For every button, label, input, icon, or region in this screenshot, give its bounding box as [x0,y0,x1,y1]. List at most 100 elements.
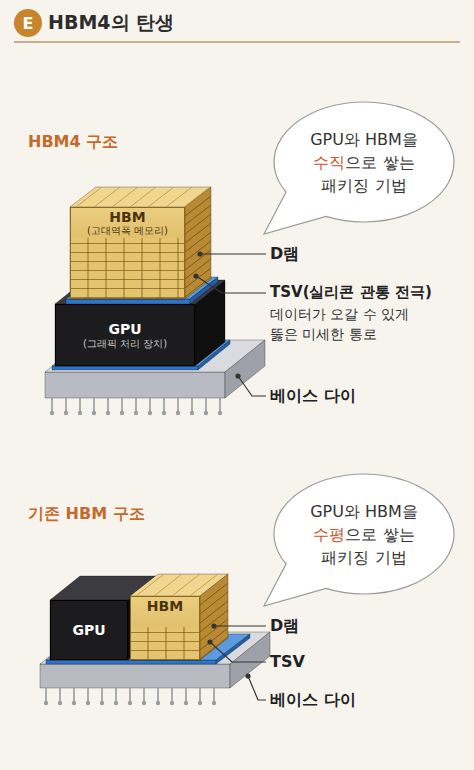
pin-ball [190,411,194,415]
section-heading: 기존 HBM 구조 [28,504,145,525]
leader-dot [236,374,240,378]
pin [135,398,136,413]
pin [171,688,172,703]
box-face [46,660,216,664]
dram-layer-line [185,214,211,234]
dram-stack [70,187,211,299]
pin-ball [78,411,82,415]
pin-ball [134,411,138,415]
leader-line [238,376,266,396]
bubble-shape [264,474,454,606]
pin-ball [176,411,180,415]
pin [107,398,108,413]
pin [129,688,130,703]
dram-layer-line [200,637,228,659]
section-badge: E [14,9,42,37]
node-text: (고대역폭 메모리) [87,225,168,237]
pin-ball [128,701,132,705]
section-heading: HBM4 구조 [28,132,118,153]
pin [199,688,200,703]
leader-dot [194,274,198,278]
pin [213,688,214,703]
pin [73,688,74,703]
node-text: (그래픽 처리 장치) [83,337,167,350]
title-rule [14,41,460,43]
pin-ball [156,701,160,705]
bubble-text-area: GPU와 HBM을 수평으로 쌓는 패키징 기법 [294,492,434,576]
box-face [50,600,128,660]
dram-layer-line [200,592,228,614]
speech-bubble: GPU와 HBM을 수직으로 쌓는 패키징 기법 [258,96,458,238]
pin-ball [114,701,118,705]
node-text: GPU와 HBM을 수평으로 쌓는 패키징 기법 [306,500,422,569]
box-face [70,207,185,299]
bubble-shape [264,102,454,234]
part-label: TSV(실리콘 관통 전극) [270,283,432,302]
dram-layer-line [200,628,228,650]
pin-ball [86,701,90,705]
pin [79,398,80,413]
bubble-text-area: GPU와 HBM을 수직으로 쌓는 패키징 기법 [294,120,434,204]
pin [219,398,220,413]
leader-dot [212,624,216,628]
part-label: TSV [270,652,305,671]
part-label: 베이스 다이 [270,386,356,407]
dram-layer-line [185,223,211,243]
box-face [45,372,225,398]
tsv-line [136,574,164,596]
pin-ball [106,411,110,415]
node-text: E [23,14,34,33]
box-face [52,366,198,370]
pin-ball [72,701,76,705]
gpu-chip: GPU(그래픽 처리 장치) [55,304,195,366]
package-pins [50,398,222,415]
tsv-line [154,574,182,596]
pin-ball [120,411,124,415]
dram-layer-line [200,610,228,632]
hbm-stack: HBM(고대역폭 메모리) [70,207,185,299]
box-face [185,187,211,299]
leader-dot [246,674,250,678]
leader-line [196,276,266,293]
pin-ball [92,411,96,415]
box-face [55,304,195,366]
package-pins [44,688,216,705]
box-face [40,664,230,688]
pin-ball [100,701,104,705]
tsv-line [172,574,200,596]
dram-layer-line [200,601,228,623]
part-label: D램 [270,244,299,265]
leader-line [214,625,266,626]
note: 데이터가 오갈 수 있게 뚫은 미세한 통로 [270,304,418,344]
hbm-stack: HBM [130,596,200,660]
node-text: GPU [108,321,141,337]
pin-ball [148,411,152,415]
pin [121,398,122,413]
pin-ball [44,701,48,705]
pin-ball [162,411,166,415]
pin [177,398,178,413]
dram-layer-line [185,205,211,225]
part-label: 베이스 다이 [270,690,356,711]
dram-layer-line [200,583,228,605]
leader-dot [208,640,212,644]
part-label: D램 [270,616,299,637]
pin-ball [64,411,68,415]
pin [65,398,66,413]
node-text: HBM [147,599,183,614]
tsv-line [184,187,210,207]
pin-ball [58,701,62,705]
node-text: GPU와 HBM을 수직으로 쌓는 패키징 기법 [306,128,422,197]
pin [143,688,144,703]
pin-ball [50,411,54,415]
node-text: HBM [109,210,145,225]
pin-ball [170,701,174,705]
dram-layer-line [200,619,228,641]
pin-ball [204,411,208,415]
pin-ball [184,701,188,705]
pin [45,688,46,703]
dram-layer-line [185,196,211,216]
leader-line [210,642,266,662]
title: HBM4의 탄생 [48,10,174,36]
